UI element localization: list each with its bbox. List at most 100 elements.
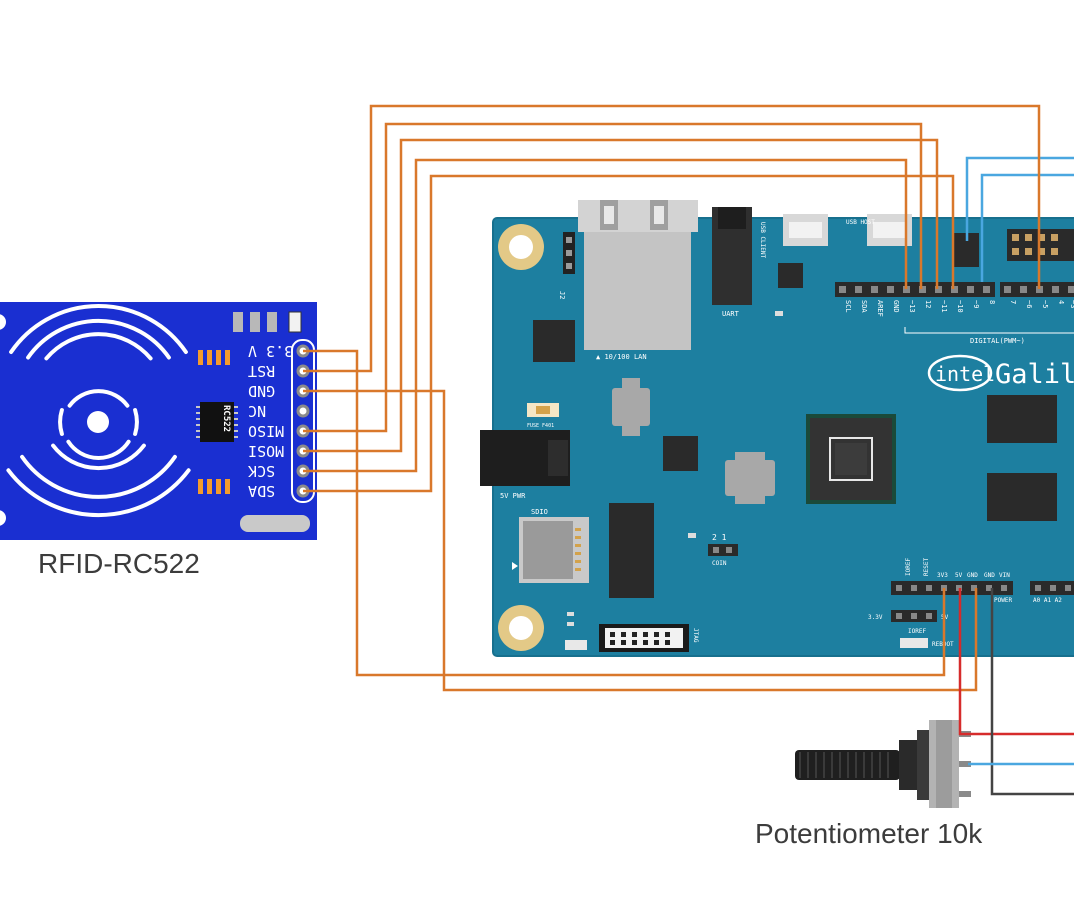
smd-component [250, 312, 260, 332]
uart-jack: UART [712, 207, 752, 318]
rfid-module: RC522 3.3 V RST GND NC MISO MOSI SCK SDA [0, 302, 317, 540]
inductor [612, 378, 650, 436]
analog-header: A0 A1 A2 [1030, 581, 1074, 604]
lan-label: ▲ 10/100 LAN [596, 353, 647, 361]
pot-body-shade [936, 720, 952, 808]
power-header: IOREF RESET 3V3 5V GND GND VIN POWER [891, 558, 1013, 604]
rfid-pcb [0, 302, 317, 540]
reset-button[interactable] [565, 640, 587, 650]
icsp-header [1007, 229, 1074, 261]
pin-label: ~3 [1069, 300, 1074, 308]
pin-label: SCL [844, 300, 852, 313]
usb-host-port: USB HOST [846, 214, 912, 246]
rfid-pin-label: SDA [248, 482, 275, 500]
digital-header-right [1000, 282, 1074, 297]
wire-blue [980, 173, 1074, 282]
power-jack-label: 5V PWR [500, 492, 526, 500]
coin-polarity: 2 1 [712, 533, 727, 542]
reboot-button[interactable] [900, 638, 928, 648]
antenna-coil [6, 303, 191, 518]
usb-client-port: USB CLIENT [759, 214, 828, 259]
digital-bracket [904, 327, 1074, 334]
power-pin-label: GND [984, 572, 995, 579]
led [567, 622, 574, 626]
rfid-pin-label: RST [248, 362, 275, 380]
pin-label: ~13 [908, 300, 916, 313]
coin-header: COIN 2 1 [708, 533, 738, 567]
memory-chip [987, 473, 1057, 521]
power-pin-label: GND [967, 572, 978, 579]
wire-red [958, 588, 1074, 736]
ioref-label: IOREF [908, 628, 926, 635]
rfid-pin-label: SCK [248, 462, 275, 480]
pin-label: 8 [988, 300, 996, 304]
rfid-caption: RFID-RC522 [38, 548, 200, 579]
jtag-header: JTAG [599, 624, 699, 652]
rfid-pin-label: MISO [248, 422, 284, 440]
wire-orange [303, 138, 939, 453]
mounting-hole-bottom [498, 605, 544, 651]
power-pin-label: RESET [923, 558, 930, 576]
galileo-wordmark: Galileo [995, 359, 1074, 390]
ic-chip-tall [609, 503, 654, 598]
usb-host-label: USB HOST [846, 219, 875, 226]
ic-chip [533, 320, 575, 362]
pin-label: ~5 [1041, 300, 1049, 308]
coin-label: COIN [712, 560, 727, 567]
wire-orange [303, 158, 908, 473]
pin-label: ~10 [956, 300, 964, 313]
mounting-hole-top [498, 224, 544, 270]
rc522-chip: RC522 [196, 402, 238, 442]
small-ic [778, 263, 803, 288]
memory-chip [987, 395, 1057, 443]
rc522-chip-label: RC522 [221, 405, 231, 432]
inductor [725, 452, 775, 504]
ethernet-jack: ▲ 10/100 LAN [578, 200, 698, 361]
rfid-hole [0, 314, 6, 330]
power-pin-label: 5V [955, 572, 963, 579]
sdio-label: SDIO [531, 508, 548, 516]
smd-component [233, 312, 243, 332]
potentiometer [795, 720, 971, 808]
sd-card-slot: SDIO [512, 508, 589, 583]
power-pin-label: IOREF [905, 558, 912, 576]
potentiometer-caption: Potentiometer 10k [755, 818, 983, 849]
pot-knurling [799, 752, 889, 778]
pot-terminal [959, 791, 971, 797]
rfid-pin-label: 3.3 V [248, 342, 293, 360]
wire-orange [303, 104, 1041, 373]
pin-label: 12 [924, 300, 932, 308]
power-label: POWER [994, 597, 1012, 604]
antenna-center [87, 411, 109, 433]
intel-logo-ring [927, 354, 993, 392]
intel-galileo-logo: intel Galileo [927, 354, 1074, 392]
pot-nut [899, 740, 917, 790]
pot-terminal [959, 761, 971, 767]
pin-label: ~9 [972, 300, 980, 308]
uart-label: UART [722, 310, 740, 318]
j2-header: J2 [558, 232, 575, 299]
pin-label: ~6 [1025, 300, 1033, 308]
wire-orange [303, 389, 978, 692]
quark-soc [806, 414, 896, 504]
pot-bushing [917, 730, 929, 800]
rfid-hole [0, 510, 6, 526]
rfid-pin-label: GND [248, 382, 275, 400]
rfid-pin-label: MOSI [248, 442, 284, 460]
fuse-label: FUSE F401 [527, 423, 554, 429]
power-pin-label: 3V3 [937, 572, 948, 579]
rfid-crystal [240, 515, 310, 532]
wire-orange [303, 174, 955, 493]
wires [303, 104, 1074, 796]
ic-chip [663, 436, 698, 471]
rfid-pin-labels: 3.3 V RST GND NC MISO MOSI SCK SDA [248, 342, 293, 500]
pin-label: 4 [1057, 300, 1065, 304]
rfid-header-outline [291, 339, 315, 503]
v33-label: 3.3V [868, 614, 883, 621]
pin-label: GND [892, 300, 900, 313]
rfid-pin-label: NC [248, 402, 266, 420]
fuse: FUSE F401 [527, 403, 559, 429]
digital-pin-labels: SCL SDA AREF GND ~13 12 ~11 ~10 ~9 8 7 ~… [844, 300, 1074, 317]
